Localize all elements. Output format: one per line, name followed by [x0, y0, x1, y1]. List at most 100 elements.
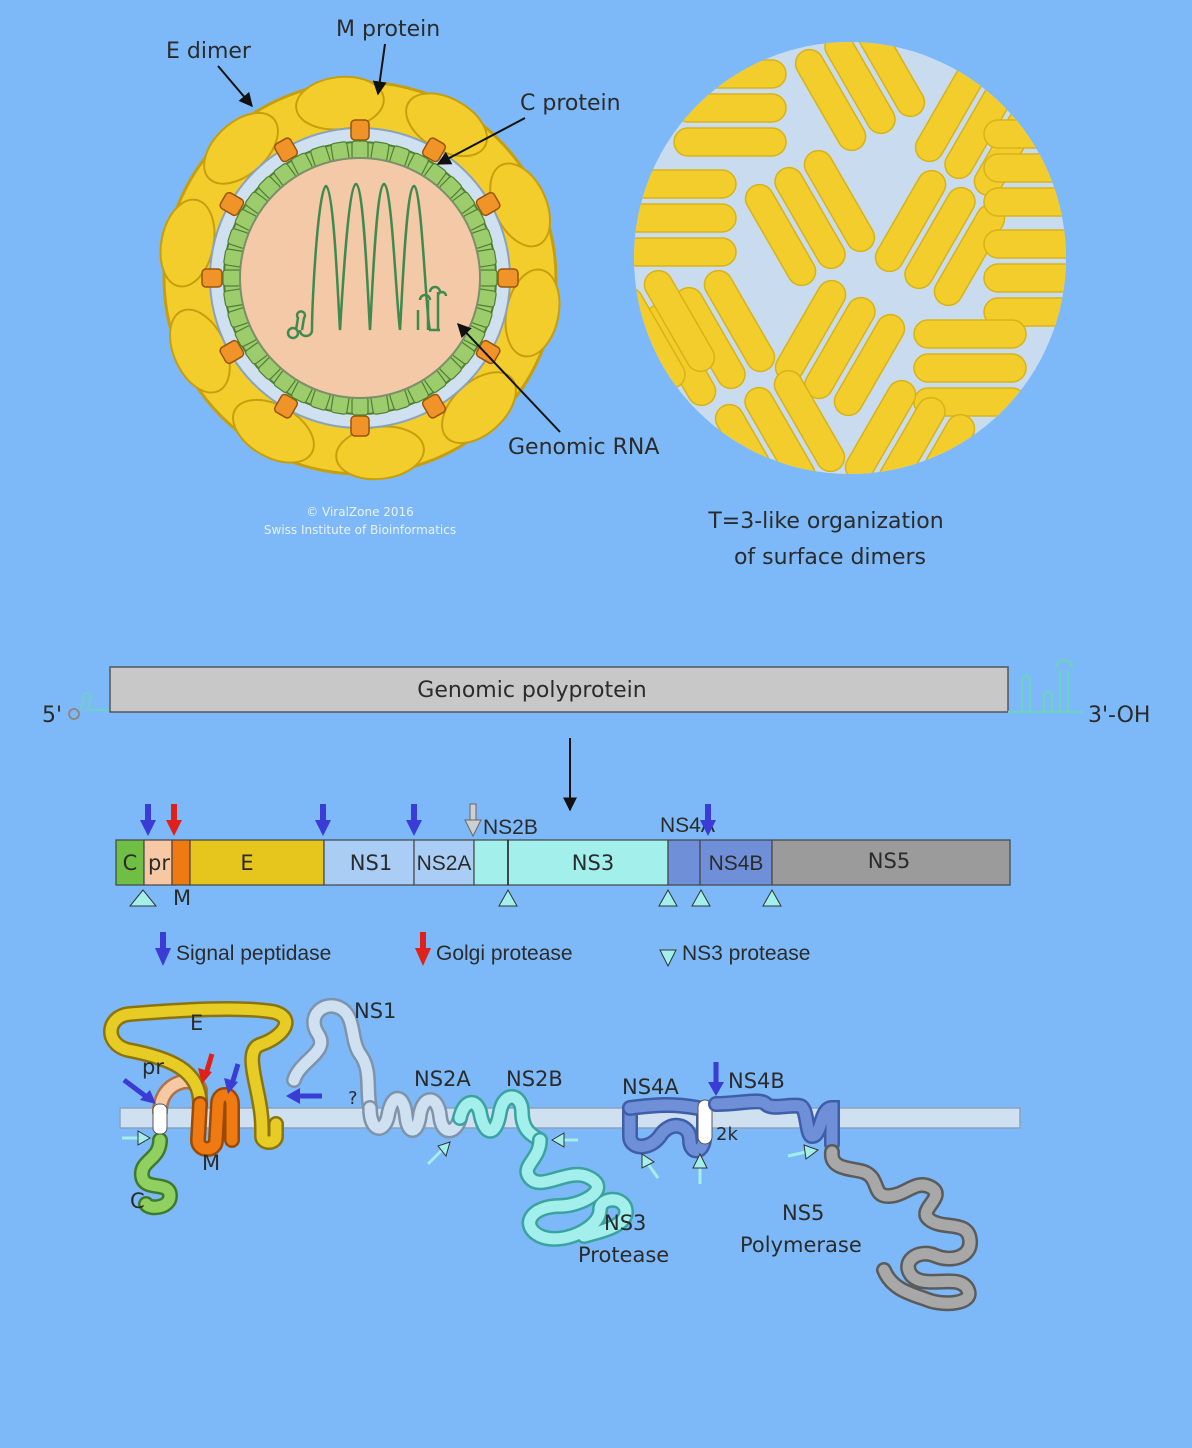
topo-label-ns4a: NS4A	[622, 1075, 679, 1099]
segment-ns2a-label: NS2A	[417, 852, 472, 875]
topo-label-ns5: NS5	[782, 1201, 824, 1225]
surface-caption-line-1: T=3-like organization	[707, 509, 943, 534]
topo-label-question: ?	[348, 1088, 358, 1109]
five-prime-cap-icon	[68, 692, 110, 720]
topo-label-ns2a: NS2A	[414, 1067, 471, 1091]
label-e-dimer: E dimer	[166, 39, 252, 64]
signal-peptidase-arrow-icon	[406, 804, 422, 836]
membrane-topology: E pr M C NS1 ? NS2A NS2B NS4A NS4B 2k NS…	[103, 998, 1021, 1312]
topology-signal-arrow-icon	[224, 1063, 241, 1094]
topo-label-protease: Protease	[578, 1243, 669, 1267]
topo-label-ns1: NS1	[354, 999, 396, 1023]
surface-dimer	[744, 386, 816, 474]
polyprotein-segments: C pr E NS1 NS2A NS3 NS4B NS5 M NS2B NS4A	[115, 814, 1011, 910]
surface-dimer	[673, 93, 787, 123]
segment-ns3-label: NS3	[572, 851, 614, 875]
three-prime-label: 3'-OH	[1088, 703, 1150, 728]
legend-signal-peptidase-icon	[155, 932, 171, 966]
dimer-raft	[983, 229, 1066, 327]
pointer-genomic-rna	[457, 322, 561, 433]
segment-c	[115, 839, 145, 886]
surface-dimer	[774, 166, 846, 270]
topology-signal-arrow-icon	[122, 1078, 156, 1104]
genomic-polyprotein-title: Genomic polyprotein	[417, 678, 646, 703]
surface-dimer	[703, 269, 776, 373]
golgi-protease-arrow-icon	[166, 804, 182, 836]
label-c-protein: C protein	[520, 91, 621, 116]
topo-label-ns2b: NS2B	[506, 1067, 563, 1091]
two-k-peptide	[697, 1099, 713, 1145]
topo-label-polymerase: Polymerase	[740, 1233, 862, 1257]
segment-ns1-label: NS1	[350, 851, 392, 875]
surface-dimer	[634, 169, 737, 199]
segment-ns5	[771, 839, 1011, 886]
pointer-c-protein	[436, 117, 526, 165]
surface-dimer	[844, 379, 917, 474]
capsid-cell	[222, 269, 242, 287]
topology-ns3-arrow-icon	[551, 1132, 578, 1148]
segment-ns4b-label: NS4B	[709, 852, 764, 875]
topology-ns3-arrow-icon	[692, 1152, 708, 1184]
legend-ns3-protease-label: NS3 protease	[682, 942, 810, 965]
label-m-protein: M protein	[336, 17, 440, 42]
segment-ns2b	[473, 839, 509, 886]
topo-label-e: E	[190, 1011, 203, 1035]
signal-peptidase-arrow-icon	[315, 804, 331, 836]
capsid-cell	[351, 140, 369, 160]
m-protein-anchor	[350, 415, 370, 437]
topology-signal-arrow-icon	[708, 1062, 724, 1096]
segment-c-label: C	[123, 851, 138, 875]
surface-dimer	[794, 48, 867, 152]
segment-pr	[143, 839, 173, 886]
segment-ns2a	[413, 839, 475, 886]
ns3-protease-site-icon	[658, 888, 678, 907]
genomic-polyprotein-bar	[109, 666, 1009, 713]
legend-signal-peptidase-label: Signal peptidase	[176, 942, 331, 965]
ns3-protease-site-icon	[762, 888, 782, 907]
surface-dimer	[673, 59, 787, 89]
segment-m	[171, 839, 191, 886]
legend-golgi-protease-icon	[415, 932, 431, 966]
surface-dimer	[983, 263, 1066, 293]
virion-cross-section	[159, 75, 561, 481]
genome-row: 5' Genomic polyprotein 3'-OH	[42, 658, 1150, 728]
m-protein-anchor	[497, 268, 519, 288]
surface-dimer	[853, 42, 926, 118]
pointer-m-protein	[372, 43, 387, 96]
topology-signal-arrow-icon	[286, 1088, 322, 1104]
topology-ns3-arrow-icon	[641, 1153, 660, 1179]
segment-ns4b	[699, 839, 773, 886]
label-ns2b-above: NS2B	[483, 816, 538, 839]
legend-ns3-protease-icon	[659, 949, 677, 968]
segment-ns4a	[667, 839, 701, 886]
signal-peptidase-arrow-icon	[700, 804, 716, 836]
legend-golgi-protease-label: Golgi protease	[436, 942, 573, 965]
topology-ns3-arrow-icon	[426, 1141, 451, 1166]
dimer-raft	[794, 42, 926, 152]
topology-ns3-arrow-icon	[787, 1144, 820, 1160]
topology-ns3-arrow-icon	[122, 1130, 151, 1146]
segment-e	[189, 839, 325, 886]
three-prime-stem-loops-icon	[1008, 658, 1084, 714]
label-m-below: M	[173, 886, 191, 910]
label-genomic-rna: Genomic RNA	[508, 435, 659, 460]
m-protein-anchor	[219, 339, 245, 365]
surface-dimer	[634, 203, 737, 233]
m-proteins	[201, 119, 519, 437]
segment-ns1	[323, 839, 415, 886]
surface-dimer	[803, 149, 876, 253]
segment-pr-label: pr	[148, 851, 170, 875]
surface-dimer	[913, 319, 1027, 349]
m-protein-anchor	[273, 393, 299, 419]
m-protein-anchor	[421, 393, 447, 419]
ns3-protease-site-icon	[128, 889, 158, 907]
surface-dimer	[824, 42, 896, 135]
five-prime-label: 5'	[42, 703, 62, 728]
m-protein-anchor	[273, 137, 299, 163]
virion-labels: E dimer M protein C protein Genomic RNA …	[166, 17, 659, 537]
surface-dimer	[643, 269, 716, 373]
surface-dimer	[983, 297, 1066, 327]
topo-label-ns4b: NS4B	[728, 1069, 785, 1093]
